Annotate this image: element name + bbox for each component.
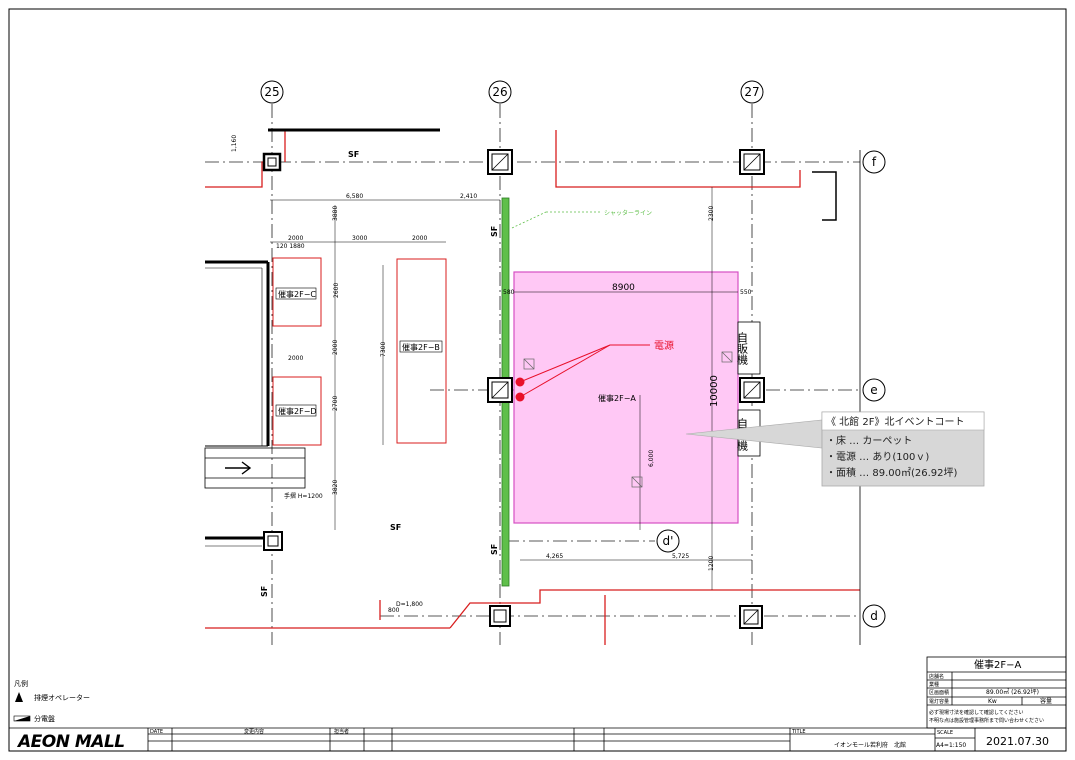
event-b-label: 催事2F−B	[402, 342, 440, 352]
brand-text: AEON MALL	[16, 732, 125, 752]
dim-sub: 120 1880	[276, 243, 305, 250]
structural-columns	[262, 149, 765, 629]
dim-col-3000: 3000	[352, 235, 367, 242]
legend-title: 凡例	[14, 679, 28, 688]
dim-v-2700: 2700	[332, 396, 339, 411]
note-2: 不明な点は施設管理事務所まで問い合わせください	[929, 717, 1044, 724]
shutter-leader	[511, 211, 547, 229]
title-value: イオンモール若利府 北館	[834, 741, 906, 749]
row-area-label: 区画面積	[929, 689, 949, 696]
title-block	[9, 656, 1067, 751]
vending-label-1: 自販機	[736, 332, 749, 366]
title-label: TITLE	[791, 729, 806, 735]
legend-item-1: 排煙オペレーター	[34, 693, 90, 702]
dim-r-550: 550	[740, 289, 752, 296]
power-outlet-2[interactable]	[515, 392, 525, 402]
dim-w-8900: 8900	[612, 283, 635, 293]
dim-d-800: 800	[388, 607, 400, 614]
dim-v-2300: 2300	[708, 206, 715, 221]
grid-row-d-prime: d'	[663, 534, 674, 548]
legend: 凡例 排煙オペレーター 分電盤	[13, 679, 90, 723]
row-shop-label: 店舗名	[929, 673, 944, 680]
info-title: 《 北館 2F》北イベントコート	[826, 415, 964, 428]
grid-row-d: d	[870, 609, 878, 623]
dim-col-2000a: 2000	[288, 235, 303, 242]
revision-label: 変更内容	[244, 728, 264, 735]
dim-v-7300: 7300	[380, 342, 387, 357]
dim-bottom-4265: 4,265	[546, 553, 563, 560]
sf-label-mid: SF	[390, 523, 401, 532]
dimension-lines	[270, 187, 752, 590]
grid-row-e: e	[870, 383, 877, 397]
sf-label-top: SF	[348, 150, 359, 159]
left-walls	[205, 128, 440, 547]
grid-col-26: 26	[492, 85, 507, 99]
row-power-right: 容量	[1040, 697, 1052, 705]
smoke-operator-boxes	[523, 351, 733, 488]
event-d-label: 催事2F−D	[278, 406, 317, 416]
dim-v-3820: 3820	[332, 480, 339, 495]
dim-top-left: 1,160	[231, 135, 238, 152]
revision-person-label: 担当者	[334, 728, 349, 735]
row-industry-label: 業種	[929, 681, 939, 688]
print-date: 2021.07.30	[986, 735, 1049, 748]
event-c-label: 催事2F−C	[278, 289, 316, 299]
power-label: 電源	[654, 339, 674, 352]
handrail-label: 手摺 H=1200	[284, 492, 323, 500]
grid-bubbles	[260, 80, 886, 628]
event-area-2f-d[interactable]	[272, 376, 322, 446]
note-1: 必ず現場寸法を確認して確認してください	[929, 709, 1024, 716]
dim-left-3880: 3880	[332, 206, 339, 221]
sf-label-bottom: SF	[490, 544, 499, 555]
smoke-operator-icon	[15, 692, 23, 702]
escalator	[204, 447, 306, 489]
dim-span-a: 6,580	[346, 193, 363, 200]
scale-label: SCALE	[937, 730, 953, 736]
event-area-2f-a[interactable]	[513, 271, 739, 524]
shutter-line-label: シャッターライン	[604, 209, 652, 217]
info-floor: ・床 … カーペット	[826, 434, 912, 447]
info-area: ・面積 … 89.00㎡(26.92坪)	[826, 466, 958, 479]
grid-row-f: f	[872, 155, 877, 169]
red-boundaries	[205, 129, 860, 645]
dim-v-1200: 1200	[708, 556, 715, 571]
dim-span-b: 2,410	[460, 193, 477, 200]
info-power: ・電源 … あり(100ｖ)	[826, 450, 929, 463]
dim-v-6000: 6,000	[648, 450, 655, 467]
dim-v-10000: 10000	[709, 375, 720, 407]
dim-bottom-5725: 5,725	[672, 553, 689, 560]
sheet-title: 催事2F−A	[974, 658, 1021, 671]
sf-label-low: SF	[260, 586, 269, 597]
sf-label-left: SF	[490, 226, 499, 237]
row-power-label: 電灯容量	[929, 698, 949, 705]
scale-value: A4=1:150	[936, 742, 966, 749]
event-area-2f-b[interactable]	[396, 258, 447, 444]
dim-v-2000: 2000	[332, 340, 339, 355]
distribution-board-icon	[14, 716, 30, 721]
grid-col-25: 25	[264, 85, 279, 99]
dim-top-580: 580	[503, 289, 515, 296]
dim-h-2000c: 2000	[288, 355, 303, 362]
power-outlet-1[interactable]	[515, 377, 525, 387]
dim-d-1800: D=1,800	[396, 601, 423, 608]
date-label: DATE	[150, 729, 163, 735]
dim-v-2600: 2600	[333, 283, 340, 298]
event-a-label: 催事2F−A	[598, 393, 636, 403]
row-power-unit: Kw	[988, 698, 997, 705]
dim-col-2000b: 2000	[412, 235, 427, 242]
brand-logo: AEON MALL	[16, 732, 125, 752]
event-area-2f-c[interactable]	[272, 257, 322, 327]
grid-col-27: 27	[744, 85, 759, 99]
row-area-value: 89.00㎡ (26.92坪)	[986, 688, 1039, 696]
legend-item-2: 分電盤	[34, 714, 55, 723]
sheet-border	[8, 8, 1067, 752]
right-wall	[812, 150, 861, 645]
power-outlets	[515, 344, 650, 402]
